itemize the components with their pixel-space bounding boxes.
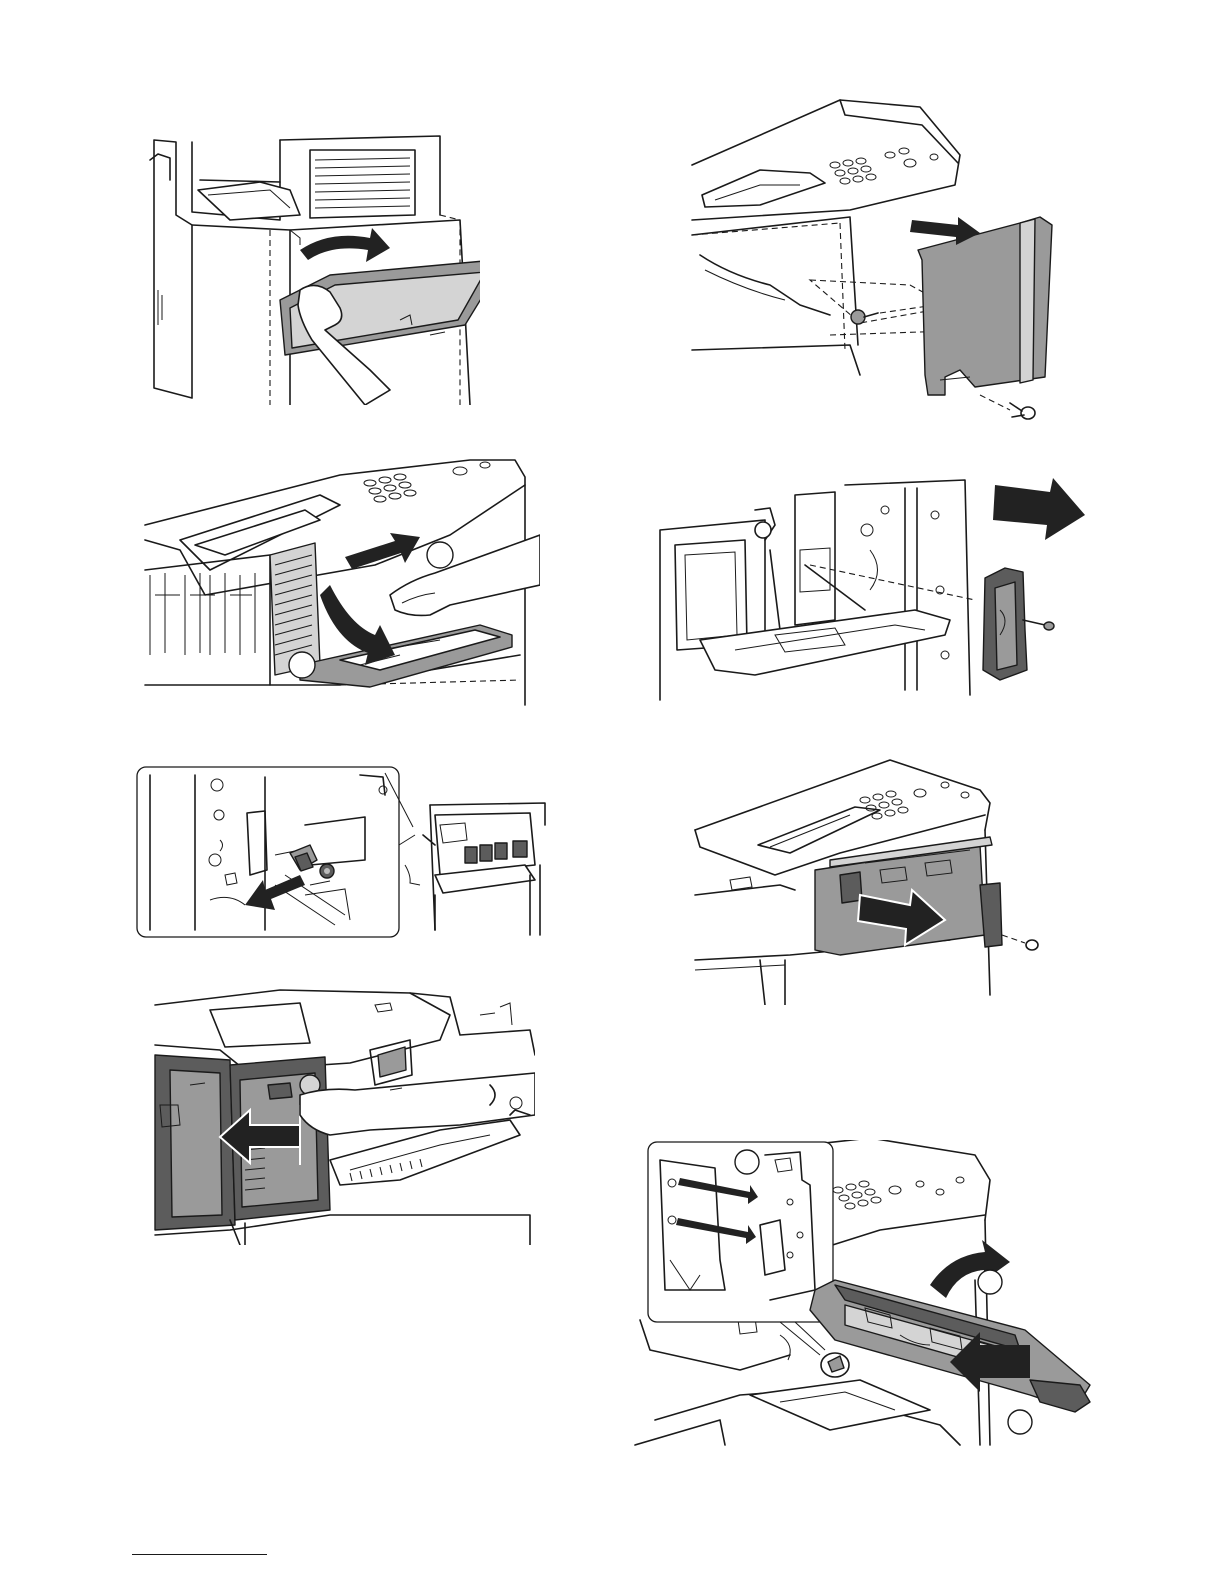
figure-slide-out-module (690, 755, 1055, 1005)
figure-front-cover-removal (140, 120, 480, 405)
transfer-unit-illustration (630, 1140, 1100, 1450)
step-marker-a (735, 1150, 759, 1174)
step-marker-b (978, 1270, 1002, 1294)
figure-pull-out-drum-unit (150, 985, 535, 1245)
detail-callout (137, 767, 399, 937)
figure-remove-side-unit (655, 470, 1085, 705)
screw-icon (320, 864, 334, 878)
footer-rule (132, 1554, 267, 1555)
step-marker-b (289, 652, 315, 678)
release-lever-illustration (135, 765, 550, 940)
slide-module-illustration (690, 755, 1055, 1005)
screw-icon (1002, 935, 1038, 950)
step-marker-a (427, 542, 453, 568)
right-cover-illustration (690, 95, 1060, 425)
figure-right-cover-removal (690, 95, 1060, 425)
step-marker-c (1008, 1410, 1032, 1434)
screw-icon (1023, 620, 1054, 630)
drum-unit-illustration (150, 985, 535, 1245)
figure-lift-out-transfer-unit (630, 1140, 1100, 1450)
front-cover-illustration (140, 120, 480, 405)
figure-release-lever (135, 765, 550, 940)
figure-open-side-tray (140, 455, 540, 710)
side-tray-illustration (140, 455, 540, 710)
side-unit-illustration (655, 470, 1085, 705)
screw-icon (980, 395, 1035, 419)
